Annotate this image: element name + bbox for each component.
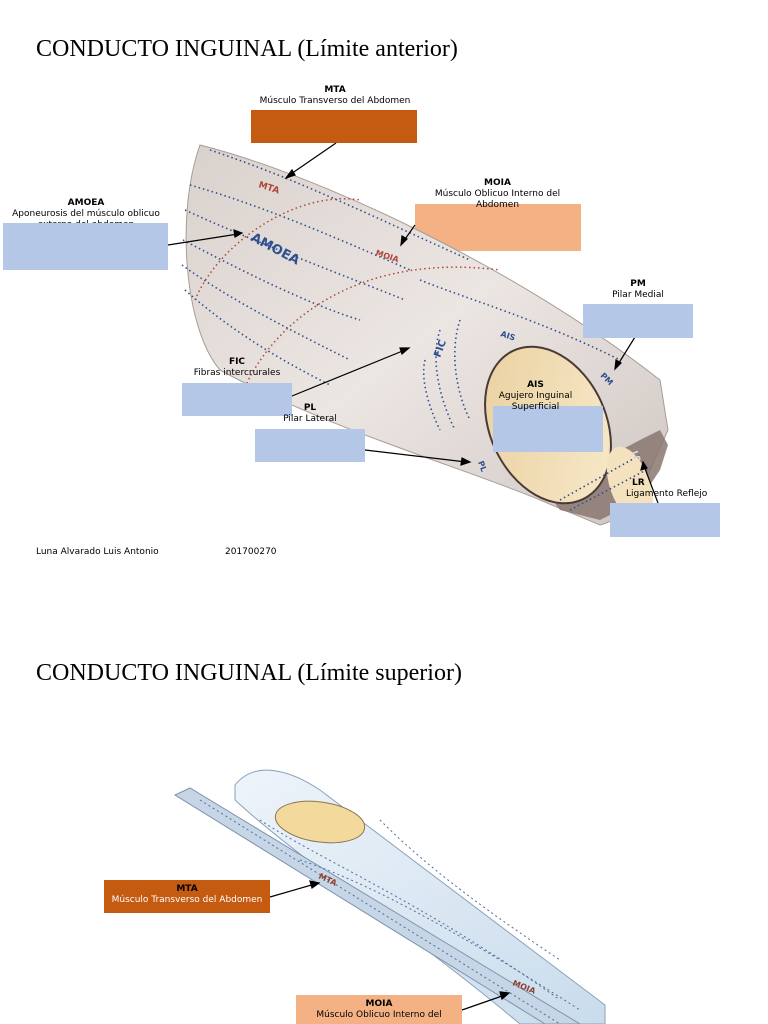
lr-illustration-text: LR bbox=[630, 450, 642, 464]
fic-answer-box[interactable] bbox=[182, 383, 292, 416]
pm-label: PM Pilar Medial bbox=[583, 279, 693, 301]
lr-full-name: Ligamento Reflejo bbox=[626, 489, 708, 499]
pm-full-name: Pilar Medial bbox=[612, 290, 664, 300]
mta-full-name: Músculo Transverso del Abdomen bbox=[259, 96, 411, 106]
moia-label-superior: MOIA Músculo Oblicuo Interno del bbox=[296, 999, 462, 1021]
mta-label: MTA Músculo Transverso del Abdomen bbox=[240, 85, 430, 107]
mta-label-superior: MTA Músculo Transverso del Abdomen bbox=[104, 884, 270, 906]
lr-label: LR Ligamento Reflejo bbox=[610, 478, 720, 500]
ais-illustration-text: AIS bbox=[499, 329, 516, 342]
mta-abbr: MTA bbox=[324, 85, 346, 95]
amoea-answer-box[interactable] bbox=[3, 223, 168, 270]
moia-answer-box-superior[interactable] bbox=[296, 995, 462, 1024]
mta-abbr-superior: MTA bbox=[176, 884, 198, 894]
pl-abbr: PL bbox=[303, 403, 317, 413]
lr-abbr: LR bbox=[632, 478, 645, 488]
mta-full-name-superior: Músculo Transverso del Abdomen bbox=[111, 895, 263, 905]
student-id: 201700270 bbox=[225, 547, 277, 557]
fic-abbr: FIC bbox=[228, 357, 246, 367]
page-title-superior: CONDUCTO INGUINAL (Límite superior) bbox=[36, 660, 462, 686]
ais-label: AIS Agujero Inguinal Superficial bbox=[493, 380, 578, 413]
author-name: Luna Alvarado Luis Antonio bbox=[36, 547, 159, 557]
pointer-lines-anterior bbox=[167, 142, 659, 504]
mta-answer-box-superior[interactable] bbox=[104, 880, 270, 913]
amoea-abbr: AMOEA bbox=[67, 198, 105, 208]
ais-full-name: Agujero Inguinal Superficial bbox=[498, 391, 573, 412]
pm-abbr: PM bbox=[630, 279, 646, 289]
moia-label: MOIA Músculo Oblicuo Interno del Abdomen bbox=[415, 178, 580, 211]
moia-abbr-superior: MOIA bbox=[365, 999, 393, 1009]
ais-answer-box[interactable] bbox=[493, 406, 603, 452]
pl-answer-box[interactable] bbox=[255, 429, 365, 462]
page-title-anterior: CONDUCTO INGUINAL (Límite anterior) bbox=[36, 36, 458, 62]
pointer-lines-superior bbox=[269, 880, 511, 1011]
moia-full-name: Músculo Oblicuo Interno del Abdomen bbox=[434, 189, 561, 210]
moia-abbr: MOIA bbox=[484, 178, 511, 188]
pm-answer-box[interactable] bbox=[583, 304, 693, 338]
mta-answer-box[interactable] bbox=[251, 110, 417, 143]
pl-illustration-text: PL bbox=[476, 460, 488, 473]
pl-label: PL Pilar Lateral bbox=[255, 403, 365, 425]
moia-full-name-superior: Músculo Oblicuo Interno del bbox=[316, 1010, 442, 1020]
pl-full-name: Pilar Lateral bbox=[283, 414, 337, 424]
ais-abbr: AIS bbox=[527, 380, 544, 390]
superior-sheet: MTA MOIA bbox=[173, 769, 606, 1024]
fic-label: FIC Fibras intercrurales bbox=[182, 357, 292, 379]
fic-full-name: Fibras intercrurales bbox=[193, 368, 281, 378]
lr-answer-box[interactable] bbox=[610, 503, 720, 537]
